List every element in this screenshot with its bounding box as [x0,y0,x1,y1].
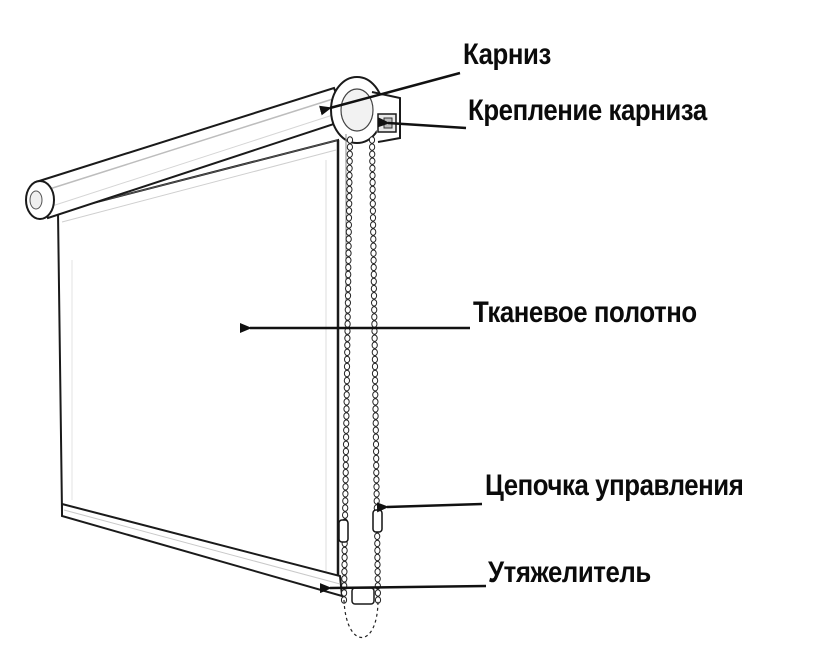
cornice-mount [331,77,400,143]
chain-stopper-1 [339,520,348,542]
label-cornice: Карниз [463,40,551,70]
label-fabric: Тканевое полотно [473,298,697,328]
label-weight-bar: Утяжелитель [488,558,651,588]
chain-loop [344,600,378,638]
chain-stopper-2 [373,510,382,532]
arrow-weight-bar [330,586,486,588]
chain-strand-back [369,137,380,603]
label-control-chain: Цепочка управления [485,471,743,501]
arrow-chain [387,504,482,507]
label-cornice-mount: Крепление карниза [468,96,707,126]
control-chain [339,137,382,638]
